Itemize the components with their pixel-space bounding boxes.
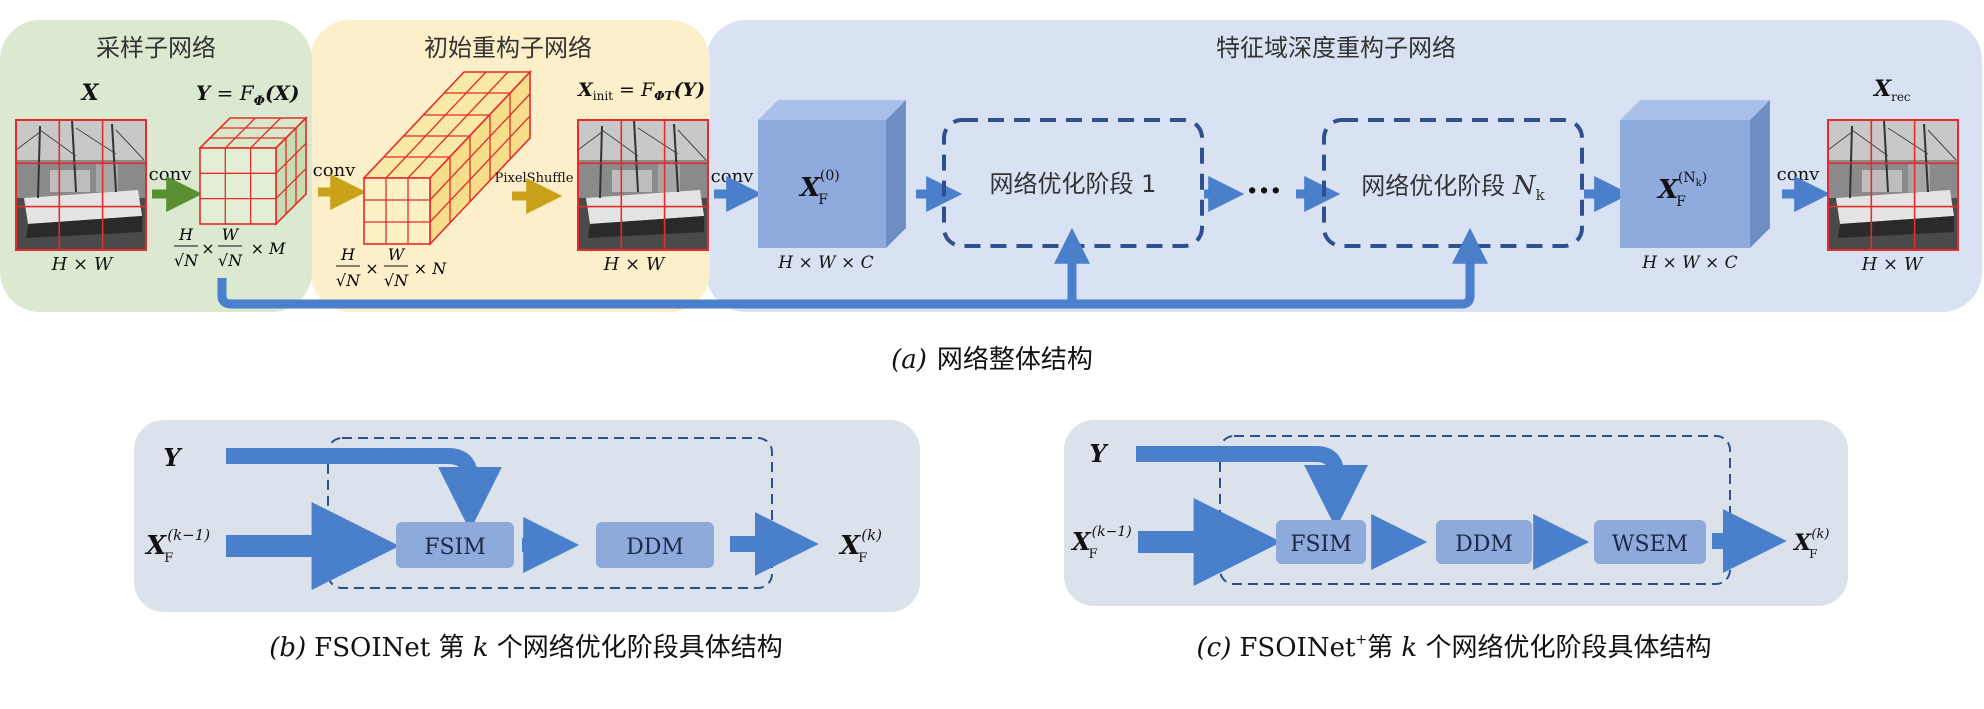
part-c-wsem-label: WSEM — [1612, 532, 1688, 557]
initial-output-image — [577, 119, 709, 251]
optimization-stage-1-label: 网络优化阶段 1 — [990, 170, 1157, 198]
part-c-wsem-block — [1594, 520, 1706, 564]
part-a-overall-structure: 采样子网络 初始重构子网络 特征域深度重构子网络 X H × W conv — [0, 20, 1982, 375]
caption-a: (a)网络整体结构 — [891, 345, 1093, 375]
svg-text:×: × — [201, 239, 214, 258]
input-image — [15, 119, 147, 251]
part-c-input-label: XF(k−1) — [1070, 524, 1132, 562]
feature-cube-out-dim: H × W × C — [1641, 253, 1737, 273]
part-c-ddm-block — [1436, 520, 1532, 564]
feature-conv-in-label: conv — [711, 166, 755, 187]
svg-text:W: W — [388, 245, 406, 264]
part-c-ddm-label: DDM — [1455, 532, 1513, 557]
part-c-stage-structure: Y XF(k−1) FSIM DDM WSEM XF(k) (c)FSOINet… — [1064, 420, 1848, 663]
svg-text:√N: √N — [336, 271, 361, 290]
initial-title: 初始重构子网络 — [424, 34, 592, 62]
caption-b: (b)FSOINet 第 k 个网络优化阶段具体结构 — [269, 633, 783, 663]
caption-c: (c)FSOINet+第 k 个网络优化阶段具体结构 — [1197, 632, 1712, 663]
part-b-ddm-label: DDM — [626, 535, 684, 560]
reconstruction-label: Xrec — [1872, 76, 1911, 104]
svg-text:H: H — [178, 225, 194, 244]
initial-conv-label: conv — [313, 160, 357, 181]
part-b-stage-structure: Y XF(k−1) FSIM DDM XF(k) (b)FSOINet 第 k … — [134, 420, 920, 663]
svg-text:√N: √N — [384, 271, 409, 290]
feature-cube-in-dim: H × W × C — [777, 253, 873, 273]
svg-text:W: W — [222, 225, 240, 244]
optimization-stage-n-label: 网络优化阶段 Nk — [1361, 171, 1545, 204]
feature-conv-out-label: conv — [1777, 164, 1821, 185]
input-image-label: X — [79, 80, 99, 106]
part-b-y-label: Y — [163, 443, 183, 472]
input-image-dim: H × W — [51, 254, 114, 275]
initial-tensor — [362, 69, 532, 247]
feature-cube-in — [758, 100, 906, 248]
pixelshuffle-label: PixelShuffle — [495, 171, 574, 186]
ellipsis: ··· — [1246, 171, 1282, 211]
feature-title: 特征域深度重构子网络 — [1216, 34, 1456, 62]
feature-cube-in-label: XF(0) — [798, 168, 840, 208]
feature-cube-out — [1620, 100, 1770, 248]
sampling-conv-label: conv — [149, 164, 193, 185]
initial-output-label: Xinit = FΦT(Y) — [577, 79, 705, 103]
part-b-y-arrow — [226, 448, 502, 531]
svg-text:× M: × M — [251, 239, 286, 258]
part-b-fsim-block — [396, 522, 514, 568]
svg-text:× N: × N — [414, 259, 447, 278]
part-b-ddm-block — [596, 522, 714, 568]
reconstruction-dim: H × W — [1861, 254, 1924, 275]
measurement-tensor — [198, 116, 308, 226]
part-c-y-label: Y — [1089, 439, 1109, 468]
svg-text:×: × — [365, 259, 378, 278]
sampling-title: 采样子网络 — [96, 34, 216, 62]
measurement-dim: H √N × W √N × M — [174, 225, 286, 270]
part-b-output-label: XF(k) — [838, 526, 882, 566]
initial-output-dim: H × W — [603, 254, 666, 275]
measurement-feedback-path — [217, 227, 1488, 309]
part-b-input-label: XF(k−1) — [144, 526, 210, 566]
part-c-output-label: XF(k) — [1792, 527, 1829, 561]
svg-text:√N: √N — [218, 251, 243, 270]
feature-cube-out-label: XF(Nk) — [1656, 170, 1707, 210]
reconstruction-image — [1827, 119, 1959, 251]
measurement-label: Y = FΦ(X) — [196, 81, 299, 109]
part-b-fsim-label: FSIM — [424, 535, 486, 560]
part-c-fsim-block — [1276, 520, 1366, 564]
initial-tensor-dim: H √N × W √N × N — [336, 245, 447, 290]
svg-text:H: H — [340, 245, 356, 264]
svg-text:√N: √N — [174, 251, 199, 270]
part-c-fsim-label: FSIM — [1290, 532, 1352, 557]
part-c-y-arrow — [1136, 446, 1368, 529]
